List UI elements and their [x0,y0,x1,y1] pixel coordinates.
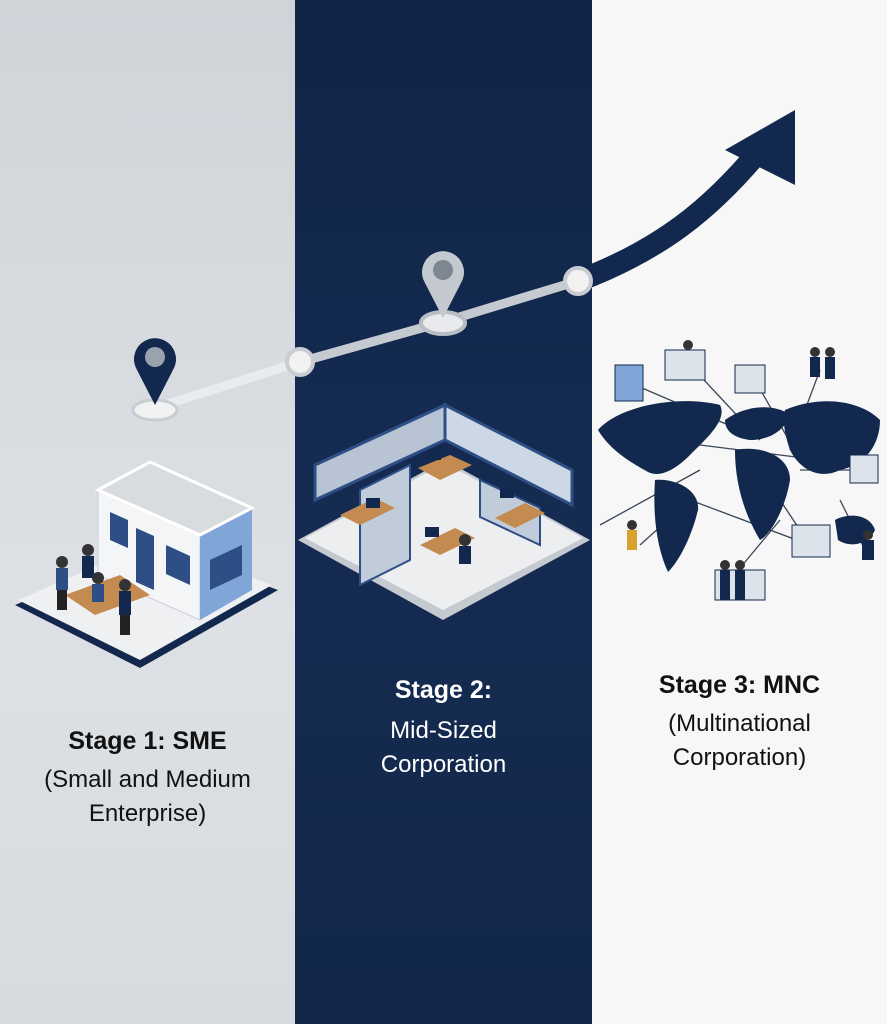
world-map-icon [598,340,880,601]
arrowhead-icon [725,110,795,185]
stage-3-subtitle-line1: (Multinational [668,710,811,738]
stage-1-subtitle-line1: (Small and Medium [44,766,251,794]
stage-1-label: Stage 1: SME (Small and Medium Enterpris… [0,726,295,829]
path-node [285,347,315,377]
office-building-icon [15,460,278,668]
location-pin-icon [419,251,467,336]
stage-3-label: Stage 3: MNC (Multinational Corporation) [592,670,887,773]
growth-arrow-icon [574,142,769,292]
stage-1-title: Stage 1: SME [68,727,227,755]
growth-path [150,110,795,413]
stage-3-subtitle-line2: Corporation) [672,744,807,772]
office-cubicles-icon [298,402,590,620]
stage-1-subtitle-line2: Enterprise) [88,800,207,828]
path-node [563,266,593,296]
location-pin-icon [131,338,179,422]
stage-2-subtitle-line1: Mid-Sized [390,717,497,745]
stage-2-title: Stage 2: [394,676,493,704]
stage-3-title: Stage 3: MNC [658,671,821,699]
stage-2-label: Stage 2: Mid-Sized Corporation [295,675,592,780]
stage-2-subtitle-line2: Corporation [380,751,507,779]
